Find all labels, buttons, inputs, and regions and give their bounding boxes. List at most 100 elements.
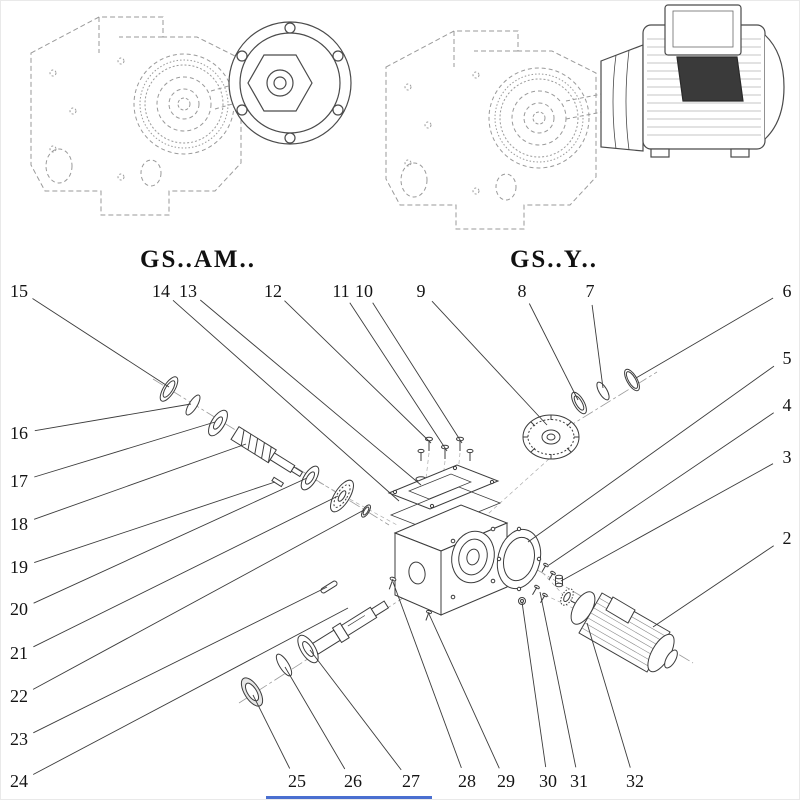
callout-29: 29 — [428, 613, 515, 791]
callout-line-15 — [32, 298, 170, 388]
callout-number-32: 32 — [626, 771, 644, 791]
callout-line-2 — [652, 545, 774, 628]
callout-number-27: 27 — [402, 771, 420, 791]
callout-number-19: 19 — [10, 557, 28, 577]
callout-number-21: 21 — [10, 643, 28, 663]
part-washer — [571, 391, 587, 415]
callout-number-28: 28 — [458, 771, 476, 791]
callout-number-10: 10 — [355, 281, 373, 301]
callout-line-30 — [521, 601, 547, 768]
part-bearing-output — [297, 634, 319, 664]
callout-number-14: 14 — [152, 281, 170, 301]
callout-line-11 — [349, 302, 448, 452]
callout-line-5 — [527, 365, 775, 543]
callout-20: 20 — [10, 477, 308, 619]
callout-number-15: 15 — [10, 281, 28, 301]
callout-line-9 — [431, 300, 548, 426]
part-motor-unit — [560, 588, 678, 673]
callout-21: 21 — [10, 495, 339, 663]
callout-28: 28 — [392, 581, 476, 791]
gearbox-gsam-drawing — [30, 16, 352, 216]
callout-number-30: 30 — [539, 771, 557, 791]
callout-12: 12 — [264, 281, 432, 444]
callout-27: 27 — [309, 649, 420, 791]
gearbox-gsy-drawing — [385, 4, 785, 230]
callout-32: 32 — [586, 622, 644, 791]
callout-number-6: 6 — [783, 281, 792, 301]
part-circlip-gear — [596, 381, 610, 401]
callout-line-4 — [548, 412, 774, 566]
callout-line-27 — [309, 649, 402, 771]
callout-line-3 — [560, 463, 774, 582]
part-seal-ring-input — [159, 376, 179, 402]
callout-25: 25 — [252, 694, 306, 791]
part-oil-plug — [555, 574, 563, 588]
callout-6: 6 — [635, 281, 792, 379]
callout-10: 10 — [355, 281, 463, 444]
callout-24: 24 — [10, 607, 349, 791]
callout-number-16: 16 — [10, 423, 28, 443]
callout-9: 9 — [417, 281, 548, 426]
part-flange-cover — [496, 526, 542, 592]
callout-line-26 — [284, 666, 346, 770]
callout-number-22: 22 — [10, 686, 28, 706]
callout-17: 17 — [10, 421, 216, 491]
part-retaining-ring — [624, 368, 640, 392]
callout-line-10 — [372, 302, 463, 444]
part-pin — [271, 476, 285, 488]
callout-number-18: 18 — [10, 514, 28, 534]
part-output-gear — [522, 414, 580, 460]
part-circlip-output — [275, 653, 293, 677]
callout-line-31 — [539, 591, 577, 768]
callout-line-14 — [172, 299, 400, 502]
callout-19: 19 — [10, 481, 276, 577]
callout-11: 11 — [332, 281, 448, 452]
callout-line-25 — [252, 694, 291, 769]
callout-8: 8 — [518, 281, 579, 401]
callout-line-12 — [284, 300, 432, 444]
variant-label-gsam: GS..AM.. — [140, 246, 256, 273]
callout-number-8: 8 — [518, 281, 527, 301]
callout-number-26: 26 — [344, 771, 362, 791]
part-output-shaft — [311, 600, 390, 655]
callout-22: 22 — [10, 509, 365, 706]
callout-15: 15 — [10, 281, 170, 388]
callout-30: 30 — [521, 601, 557, 791]
callout-number-24: 24 — [10, 771, 28, 791]
gsam-housing-outline — [30, 16, 242, 216]
callout-2: 2 — [652, 528, 792, 628]
callout-line-7 — [591, 304, 604, 389]
gsy-motor — [600, 4, 785, 158]
variant-label-gsy: GS..Y.. — [510, 246, 598, 273]
motor-junction-cover — [676, 56, 744, 102]
callout-line-20 — [33, 477, 308, 604]
callout-14: 14 — [152, 281, 400, 502]
part-bolts-flange — [541, 562, 556, 581]
part-cover-screws — [417, 436, 474, 461]
callout-5: 5 — [527, 348, 792, 543]
callout-number-25: 25 — [288, 771, 306, 791]
callout-number-9: 9 — [417, 281, 426, 301]
callout-line-28 — [392, 581, 462, 769]
callout-line-16 — [34, 403, 192, 432]
callout-line-18 — [33, 443, 247, 520]
part-seal-ring-output — [240, 677, 264, 707]
callout-line-19 — [34, 481, 276, 564]
part-screw-housing-1 — [388, 576, 397, 590]
callout-line-6 — [635, 297, 774, 379]
callout-line-24 — [32, 607, 349, 775]
part-bearing-input — [208, 409, 228, 437]
callout-16: 16 — [10, 403, 192, 443]
callout-7: 7 — [586, 281, 604, 389]
callout-line-29 — [428, 613, 500, 769]
callout-line-13 — [200, 299, 422, 486]
part-plug-small — [518, 597, 526, 605]
callout-31: 31 — [539, 591, 588, 791]
gsam-output-flange — [228, 21, 352, 145]
callout-number-17: 17 — [10, 471, 28, 491]
callout-line-8 — [528, 303, 579, 401]
callout-number-13: 13 — [179, 281, 197, 301]
